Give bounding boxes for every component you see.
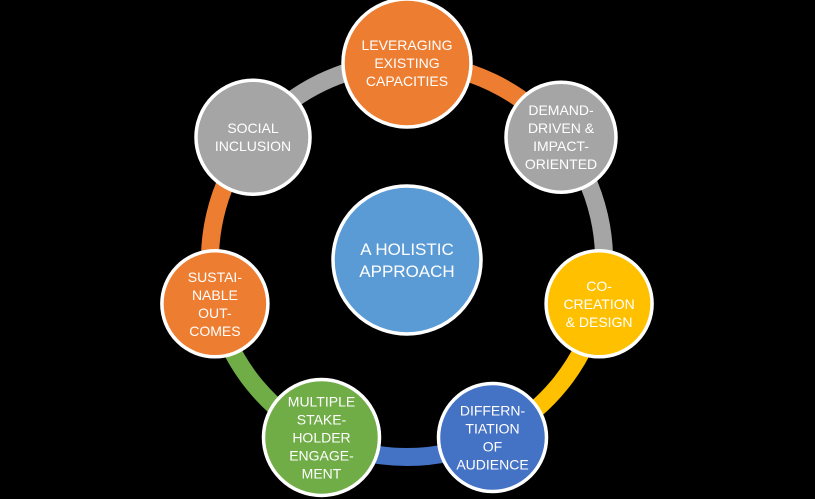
node-circle-differntiation-of-audience [436,381,549,494]
node-circle-sustainable-outcomes [160,249,270,359]
node-circle-multiple-stakeholder-engagement [261,377,382,498]
node-label-demand-driven-impact-oriented: DEMAND-DRIVEN &IMPACT-ORIENTED [525,102,597,172]
node-circle-co-creation-and-design [544,249,654,359]
node-circle-social-inclusion [194,78,312,196]
node-circle-leveraging-existing-capacities [341,0,473,129]
center-circle-a-holistic-approach [331,184,483,336]
node-circle-demand-driven-impact-oriented [504,80,618,194]
node-label-co-creation-and-design: CO-CREATION& DESIGN [563,278,634,330]
